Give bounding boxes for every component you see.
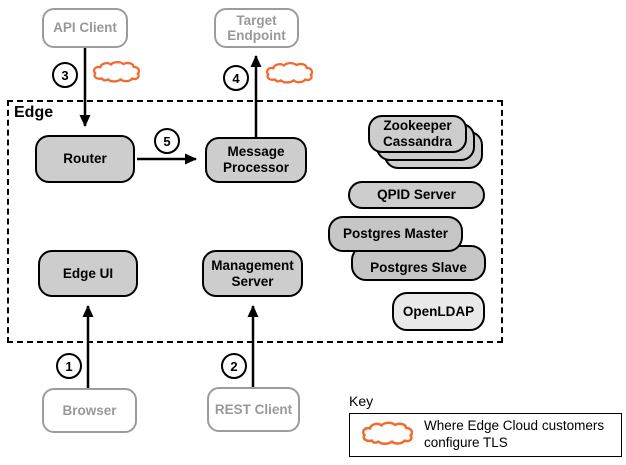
step-circle-1: 1 xyxy=(56,353,82,379)
node-message-processor-label: Message Processor xyxy=(222,144,290,175)
node-cassandra-label: Cassandra xyxy=(382,134,453,149)
node-target-endpoint-label: Target Endpoint xyxy=(227,13,286,43)
node-rest-client: REST Client xyxy=(207,387,300,432)
step-circle-2: 2 xyxy=(221,353,247,379)
node-message-processor: Message Processor xyxy=(205,137,307,183)
node-qpid-server: QPID Server xyxy=(348,181,485,209)
node-api-client-label: API Client xyxy=(53,20,117,35)
step-4-number: 4 xyxy=(232,70,240,86)
step-circle-3: 3 xyxy=(52,62,78,88)
node-browser-label: Browser xyxy=(62,402,117,418)
node-zookeeper-label: Zookeeper xyxy=(383,118,452,133)
step-3-number: 3 xyxy=(61,67,69,83)
node-rest-client-label: REST Client xyxy=(214,401,293,417)
node-edge-ui-label: Edge UI xyxy=(62,265,114,281)
step-1-number: 1 xyxy=(65,358,73,374)
node-management-server-label: Management Server xyxy=(211,257,294,289)
node-api-client: API Client xyxy=(42,8,128,48)
key-title: Key xyxy=(349,393,374,409)
node-postgres-master-label: Postgres Master xyxy=(342,226,449,241)
node-router: Router xyxy=(35,135,135,183)
node-openldap: OpenLDAP xyxy=(392,292,485,331)
step-2-number: 2 xyxy=(230,358,238,374)
edge-region-label: Edge xyxy=(14,104,54,121)
node-browser: Browser xyxy=(42,388,137,433)
edge-region-boundary xyxy=(7,100,503,343)
key-description: Where Edge Cloud customers configure TLS xyxy=(424,418,605,450)
node-postgres-master: Postgres Master xyxy=(328,216,463,252)
node-edge-ui: Edge UI xyxy=(38,250,138,297)
node-management-server: Management Server xyxy=(202,250,303,297)
tls-cloud-icon-key xyxy=(361,421,413,445)
node-qpid-server-label: QPID Server xyxy=(377,187,456,202)
node-openldap-label: OpenLDAP xyxy=(402,303,475,319)
step-5-number: 5 xyxy=(163,133,171,149)
step-circle-4: 4 xyxy=(223,65,249,91)
tls-cloud-icon-step-4 xyxy=(265,61,313,84)
tls-cloud-icon-step-3 xyxy=(92,60,140,83)
node-router-label: Router xyxy=(63,151,107,166)
node-target-endpoint: Target Endpoint xyxy=(214,8,299,48)
node-zookeeper-cassandra: Zookeeper Cassandra xyxy=(368,115,467,153)
node-postgres-slave-label: Postgres Slave xyxy=(370,260,467,275)
step-circle-5: 5 xyxy=(154,128,180,154)
